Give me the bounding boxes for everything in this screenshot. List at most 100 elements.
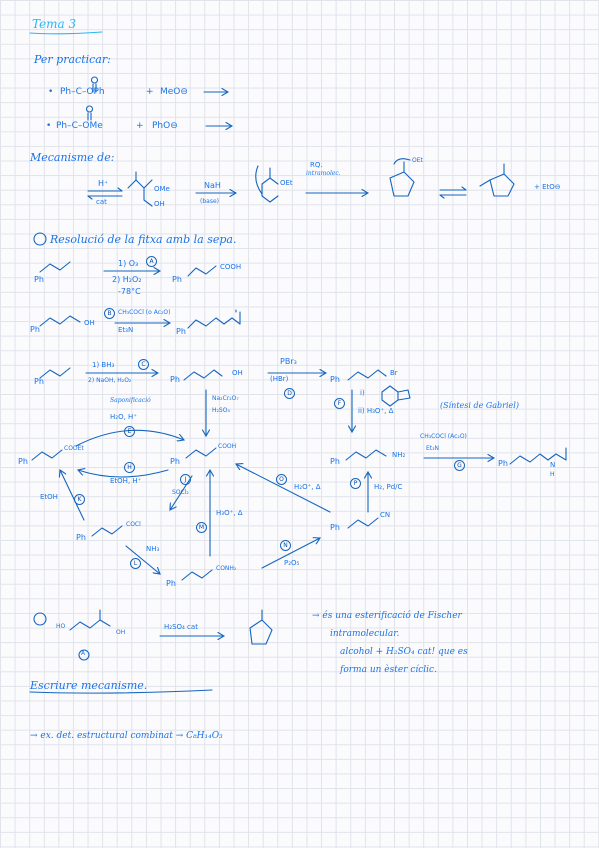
practice-plus-2: + (136, 121, 144, 131)
practice-bullet-1: • (48, 87, 54, 97)
mechanism-heading: Mecanisme de: (30, 151, 115, 164)
P-reagent: H₂, Pd/C (374, 483, 403, 491)
D-reagent: PBr₃ (280, 357, 297, 366)
F-step2: ii) H₃O⁺, Δ (358, 407, 394, 415)
N-reagent: P₂O₅ (284, 559, 300, 567)
label-G: G (454, 460, 465, 471)
label-D: D (284, 388, 295, 399)
mech-reagent-top: H⁺ (98, 179, 109, 188)
F-note: (Síntesi de Gabriel) (440, 401, 519, 410)
lactone-note-2: intramolecular. (330, 629, 400, 639)
bromide (347, 369, 387, 381)
lactone-note-3: alcohol + H₂SO₄ cat! que es (340, 647, 468, 657)
label-L: L (130, 558, 141, 569)
acyl-ph: Ph (76, 533, 86, 542)
mech-rq-note: intramolec. (306, 170, 341, 177)
label-M: M (196, 522, 207, 533)
structural-line: → ex. det. estructural combinat → C₈H₁₄O… (30, 731, 223, 741)
task-line: Escriure mecanisme. (30, 679, 148, 692)
label-E: E (124, 426, 135, 437)
label-B: B (104, 308, 115, 319)
L-reagent: NH₃ (146, 545, 160, 553)
H-reagent: EtOH, H⁺ (110, 477, 142, 485)
practice-nucleophile-1: MeO⊖ (160, 87, 188, 97)
B-reactant-ph: Ph (30, 325, 40, 334)
mech-plus: + EtO⊖ (534, 183, 561, 191)
amine-group: NH₂ (392, 451, 406, 459)
hydroxyacid (69, 609, 111, 631)
C-step1: 1) BH₃ (92, 361, 115, 369)
alcohol-B (39, 315, 81, 327)
arrow-N (261, 538, 320, 569)
acid-A (187, 265, 217, 277)
ester-B (187, 309, 241, 329)
acyl-group: COCl (126, 521, 141, 528)
label-H: H (124, 462, 135, 473)
label-P: P (350, 478, 361, 489)
amide-group: CONH₂ (216, 565, 237, 572)
arrow-H (78, 470, 169, 478)
alkene-A (39, 261, 71, 273)
mech-reagent-bottom: cat (96, 198, 107, 206)
arrow-K (60, 470, 85, 521)
equilibrium-2 (439, 189, 467, 196)
B-base: Et₃N (118, 326, 134, 334)
label-A: A (146, 256, 157, 267)
C-reactant: Ph (34, 377, 44, 386)
arrow-O (236, 464, 331, 513)
mech-oet: OEt (280, 179, 293, 187)
K-reagent: EtOH (40, 493, 58, 501)
acid-center (185, 447, 217, 459)
practice-ester-1: Ph–C–OPh (60, 87, 105, 97)
alcohol-C (183, 369, 223, 381)
C-step2: 2) NaOH, H₂O₂ (88, 377, 132, 384)
B-reagent: CH₃COCl (o Ac₂O) (118, 309, 171, 316)
B-reactant-oh: OH (84, 319, 95, 327)
E-label-2: H₂O, H⁺ (110, 413, 137, 421)
mech-nah: NaH (204, 181, 221, 190)
title-underline (29, 31, 103, 35)
equilibrium-arrow (87, 190, 123, 197)
carbonyl-1 (92, 83, 97, 93)
label-K: K (74, 494, 85, 505)
lactone-reagent: H₂SO₄ cat (164, 623, 198, 631)
lactone-product (479, 163, 515, 197)
A-product: COOH (220, 263, 242, 271)
J-reagent: SOCl₂ (172, 489, 189, 496)
amide-G-ph: Ph (498, 459, 508, 468)
G-reagent: CH₃COCl (Ac₂O) (420, 433, 467, 440)
mech-oh: OH (154, 200, 165, 208)
acid-group: COOH (218, 443, 237, 450)
nitrile (347, 517, 379, 529)
label-J: J (180, 474, 191, 485)
hydroxyester (127, 171, 153, 207)
M-reagent: H₃O⁺, Δ (216, 509, 243, 517)
tetrahedral (389, 161, 415, 197)
mech-oet-2: OEt (412, 157, 423, 164)
oxid-reagent-1: Na₂Cr₂O₇ (212, 395, 239, 402)
A-temp: -78°C (118, 287, 141, 296)
amide-G (509, 447, 567, 465)
nitrile-ph: Ph (330, 523, 340, 532)
lactone-ho: HO (56, 623, 66, 630)
lactone-note-1: → és una esterificació de Fischer (312, 611, 462, 621)
D-alt: (HBr) (270, 375, 289, 383)
practice-heading: Per practicar: (34, 53, 111, 66)
phthalimide (381, 385, 411, 407)
D-product-br: Br (390, 369, 398, 377)
arrow-L (125, 545, 160, 574)
B-product-ph: Ph (176, 327, 186, 336)
practice-plus-1: + (146, 87, 154, 97)
O-reagent: H₂O⁺, Δ (294, 483, 321, 491)
alkoxide-ester (261, 167, 279, 203)
label-N: N (280, 540, 291, 551)
G-base: Et₃N (426, 445, 440, 452)
mech-ome: OMe (154, 185, 170, 193)
ester-ph: Ph (18, 457, 28, 466)
lactone-note-4: forma un èster cíclic. (340, 665, 437, 675)
amide-bottom (181, 569, 213, 581)
E-label-1: Saponificació (110, 397, 151, 404)
C-product-ph: Ph (170, 375, 180, 384)
page-title: Tema 3 (32, 17, 77, 31)
label-F: F (334, 398, 345, 409)
